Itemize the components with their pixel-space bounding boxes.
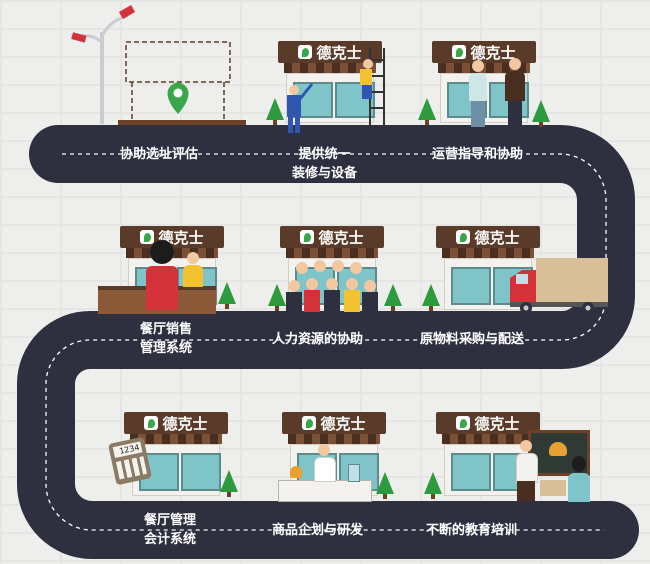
food-icon <box>290 466 302 478</box>
step-hr-assistance: 人力资源的协助 <box>272 332 364 347</box>
step-operations-guidance: 运营指导和协助 <box>432 147 524 162</box>
chef-person <box>312 444 336 482</box>
tree-icon <box>266 98 284 125</box>
dicos-leaf-logo-icon <box>456 416 471 430</box>
dicos-leaf-logo-icon <box>144 416 159 430</box>
brand-name: 德克士 <box>162 414 208 433</box>
store-sign: 德克士 <box>280 226 384 248</box>
dicos-leaf-logo-icon <box>140 230 155 244</box>
calculator-display: 1234 <box>112 441 143 459</box>
brand-name: 德克士 <box>470 43 516 62</box>
brand-name: 德克士 <box>474 414 520 433</box>
brand-name: 德克士 <box>320 414 366 433</box>
step-accounting-system: 餐厅管理 会计系统 <box>144 513 197 547</box>
team-of-people-illustration <box>286 260 378 312</box>
staff-person <box>468 60 488 128</box>
tree-icon <box>218 282 236 309</box>
trainee-person <box>566 456 592 502</box>
store-sign: 德克士 <box>436 226 540 248</box>
tree-icon <box>418 98 436 125</box>
dicos-leaf-logo-icon <box>452 45 467 59</box>
tree-icon <box>532 100 550 127</box>
store-sign: 德克士 <box>278 41 382 63</box>
burger-icon <box>549 442 567 456</box>
tree-icon <box>268 284 286 311</box>
delivery-truck-icon <box>510 258 608 314</box>
brand-name: 德克士 <box>318 228 364 247</box>
dicos-leaf-logo-icon <box>298 45 313 59</box>
step-renovation-equipment: 提供统一 装修与设备 <box>292 147 358 181</box>
tree-icon <box>376 472 394 499</box>
tree-icon <box>220 470 238 497</box>
step-continuous-training: 不断的教育培训 <box>426 523 518 538</box>
dicos-leaf-logo-icon <box>300 230 315 244</box>
beaker-icon <box>348 464 360 482</box>
location-pin-icon <box>167 82 189 114</box>
tree-icon <box>422 284 440 311</box>
store-sign: 德克士 <box>432 41 536 63</box>
dicos-leaf-logo-icon <box>302 416 317 430</box>
workers-ladder-illustration <box>287 48 385 133</box>
store-sign: 德克士 <box>282 412 386 434</box>
tree-icon <box>384 284 402 311</box>
lab-table <box>278 480 372 502</box>
brand-name: 德克士 <box>316 43 362 62</box>
step-site-selection: 协助选址评估 <box>120 147 199 162</box>
box-icon <box>540 480 566 496</box>
store-supply-illustration: 德克士 <box>436 226 540 310</box>
customer-person <box>182 252 204 288</box>
brand-name: 德克士 <box>474 228 520 247</box>
store-sign: 德克士 <box>124 412 228 434</box>
store-sign: 德克士 <box>436 412 540 434</box>
manager-person <box>504 58 526 128</box>
tree-icon <box>424 472 442 499</box>
step-procurement-delivery: 原物料采购与配送 <box>420 332 525 347</box>
step-sales-system: 餐厅销售 管理系统 <box>140 322 193 356</box>
step-product-development: 商品企划与研发 <box>272 523 364 538</box>
cashier-person <box>144 240 180 310</box>
site-selection-illustration <box>71 5 246 125</box>
dicos-leaf-logo-icon <box>456 230 471 244</box>
trainer-person <box>514 440 538 502</box>
